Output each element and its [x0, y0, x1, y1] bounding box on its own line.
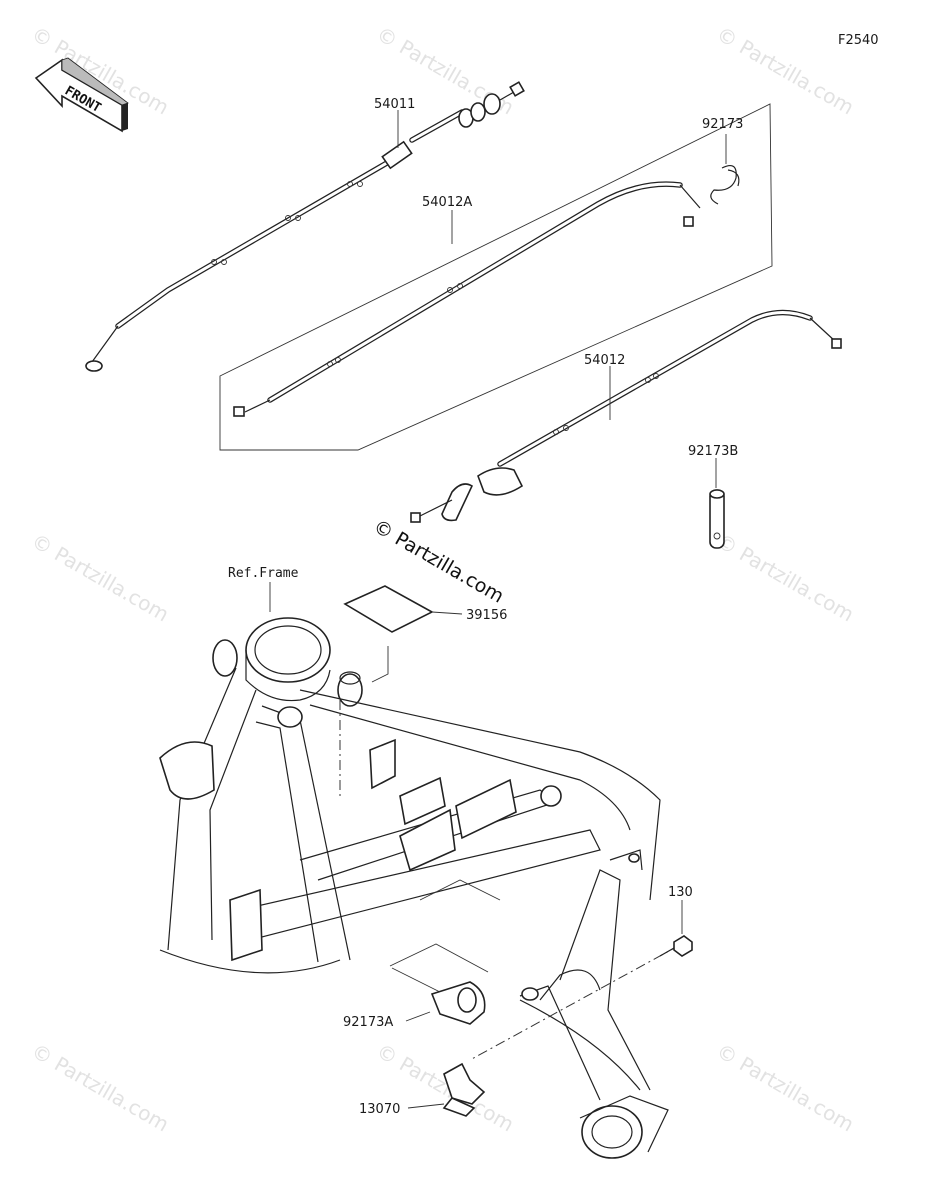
watermark-8: © Partzilla.com — [713, 1039, 859, 1137]
cable-54012: 54012 — [410, 309, 842, 523]
part-label-13070: 13070 — [359, 1102, 400, 1117]
watermark-6: © Partzilla.com — [28, 1039, 174, 1137]
watermark-3: © Partzilla.com — [713, 22, 859, 120]
watermark-5: © Partzilla.com — [713, 529, 859, 627]
bracket-13070: 13070 — [359, 1062, 486, 1117]
group-outline — [219, 103, 773, 451]
diagram-code: F2540 — [838, 33, 879, 48]
cable-54012A: 54012A — [233, 181, 701, 417]
part-label-92173B: 92173B — [688, 444, 738, 459]
part-label-39156: 39156 — [466, 608, 507, 623]
ref-frame-label: Ref.Frame — [228, 566, 299, 581]
part-label-92173A: 92173A — [343, 1015, 393, 1030]
clip-92173: 92173 — [702, 117, 743, 205]
band-92173B: 92173B — [688, 444, 738, 549]
part-label-92173: 92173 — [702, 117, 743, 132]
clamp-92173A: 92173A — [343, 981, 486, 1030]
frame — [159, 617, 681, 1159]
watermarks: © Partzilla.com © Partzilla.com © Partzi… — [28, 22, 859, 1137]
watermark-7: © Partzilla.com — [373, 1039, 519, 1137]
part-label-130: 130 — [668, 885, 693, 900]
bolt-130: 130 — [659, 885, 693, 957]
part-label-54011: 54011 — [374, 97, 415, 112]
label-39156: 39156 — [343, 585, 507, 683]
cable-54011: 54011 — [85, 81, 525, 372]
watermark-4: © Partzilla.com — [28, 529, 174, 627]
part-label-54012A: 54012A — [422, 195, 472, 210]
part-label-54012: 54012 — [584, 353, 625, 368]
